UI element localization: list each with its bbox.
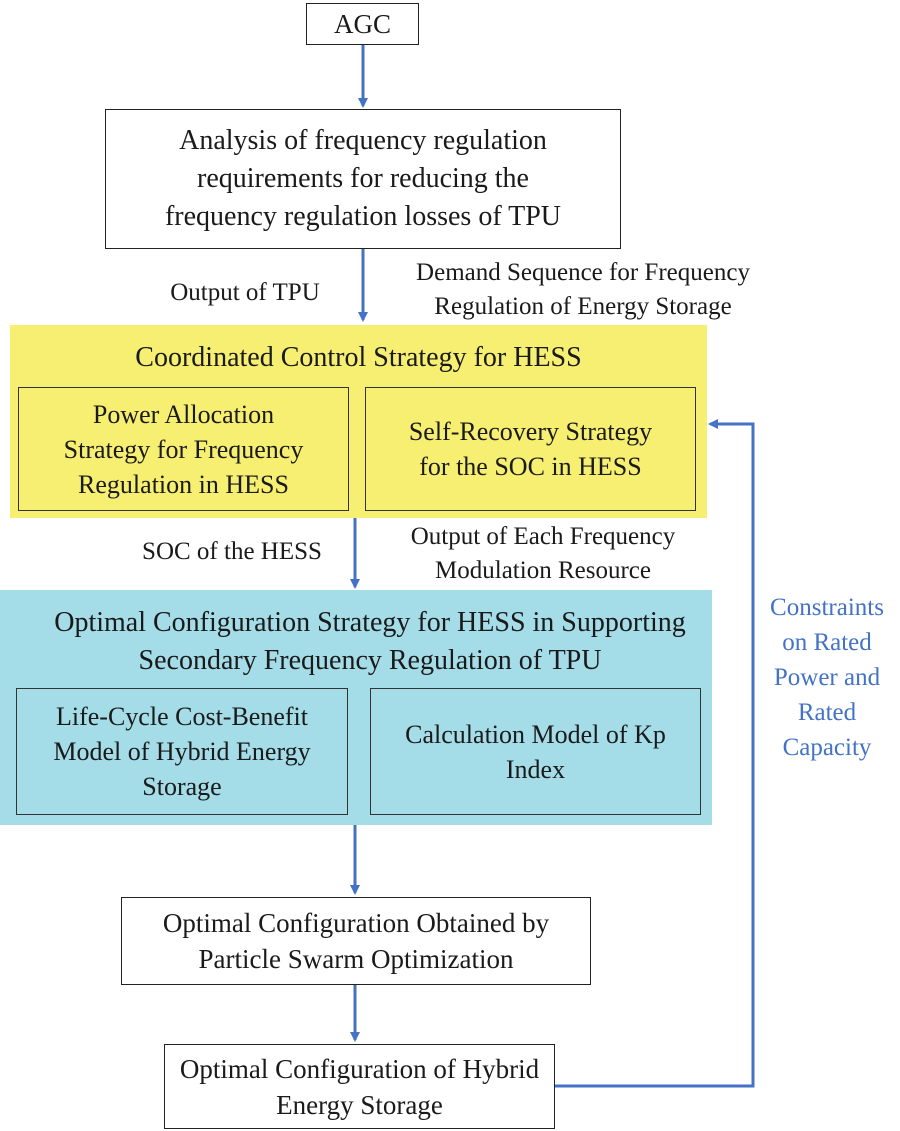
kp-model-box: Calculation Model of Kp Index [370,688,701,815]
edge-label-demand-sequence: Demand Sequence for Frequency Regulation… [416,259,750,320]
pso-box: Optimal Configuration Obtained by Partic… [121,897,591,985]
lcc-model-label: Life-Cycle Cost-Benefit Model of Hybrid … [53,702,311,801]
analysis-label: Analysis of frequency regulation require… [164,125,562,232]
coordinated-panel [10,325,707,518]
optimal-strategy-panel [0,590,712,825]
pso-label: Optimal Configuration Obtained by Partic… [162,908,550,974]
self-recovery-label: Self-Recovery Strategy for the SOC in HE… [408,417,653,481]
power-allocation-label: Power Allocation Strategy for Frequency … [63,399,304,499]
feedback-label: Constraints on Rated Power and Rated Cap… [770,594,884,761]
power-allocation-box: Power Allocation Strategy for Frequency … [18,387,349,511]
edge-label-output-each: Output of Each Frequency Modulation Reso… [410,523,676,584]
agc-box: AGC [306,3,419,45]
edge-label-soc: SOC of the HESS [142,538,322,565]
kp-model-label: Calculation Model of Kp Index [405,719,666,784]
self-recovery-box: Self-Recovery Strategy for the SOC in HE… [365,387,696,511]
final-box: Optimal Configuration of Hybrid Energy S… [164,1044,555,1129]
agc-label: AGC [333,8,391,39]
optimal-strategy-title: Optimal Configuration Strategy for HESS … [54,607,686,676]
edge-label-output-tpu: Output of TPU [170,279,320,306]
lcc-model-box: Life-Cycle Cost-Benefit Model of Hybrid … [16,688,348,815]
final-label: Optimal Configuration of Hybrid Energy S… [179,1053,540,1120]
coordinated-title: Coordinated Control Strategy for HESS [135,342,582,373]
analysis-box: Analysis of frequency regulation require… [105,109,621,249]
